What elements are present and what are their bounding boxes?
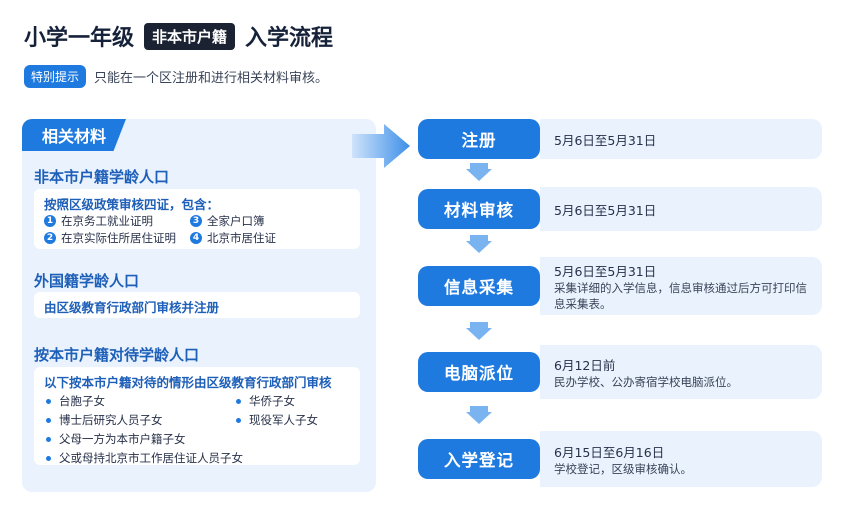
right-arrow-icon bbox=[352, 124, 410, 168]
step-card-lottery: 6月12日前 民办学校、公办寄宿学校电脑派位。 bbox=[540, 345, 822, 399]
section3-title: 按本市户籍对待学龄人口 bbox=[34, 346, 200, 364]
bullet-icon bbox=[236, 417, 241, 423]
down-arrow-icon bbox=[466, 322, 492, 340]
item-text: 华侨子女 bbox=[249, 394, 295, 408]
item-text: 北京市居住证 bbox=[207, 231, 276, 245]
step-card-register: 5月6日至5月31日 bbox=[540, 119, 822, 159]
step-date: 5月6日至5月31日 bbox=[554, 263, 657, 279]
item-text: 在京实际住所居住证明 bbox=[61, 231, 176, 245]
bullet-icon bbox=[236, 398, 241, 404]
item-text: 台胞子女 bbox=[59, 394, 105, 408]
step-desc: 采集详细的入学信息，信息审核通过后方可打印信息采集表。 bbox=[554, 280, 807, 311]
section1-title: 非本市户籍学龄人口 bbox=[34, 168, 170, 186]
tip-text: 只能在一个区注册和进行相关材料审核。 bbox=[94, 71, 329, 86]
item-text: 在京务工就业证明 bbox=[61, 214, 153, 228]
list-item: 2 在京实际住所居住证明 bbox=[44, 230, 176, 246]
list-item: 4 北京市居住证 bbox=[190, 230, 276, 246]
bullet-icon bbox=[46, 436, 51, 442]
item-text: 全家户口簿 bbox=[207, 214, 265, 228]
section3-card bbox=[34, 367, 360, 465]
section2-card bbox=[34, 292, 360, 318]
step-desc: 学校登记，区级审核确认。 bbox=[554, 461, 692, 476]
step-card-enroll: 6月15日至6月16日 学校登记，区级审核确认。 bbox=[540, 431, 822, 487]
list-item: 父或母持北京市工作居住证人员子女 bbox=[46, 450, 243, 466]
down-arrow-icon bbox=[466, 235, 492, 253]
step-date: 5月6日至5月31日 bbox=[554, 132, 657, 148]
section2-title: 外国籍学龄人口 bbox=[34, 272, 140, 290]
down-arrow-icon bbox=[466, 163, 492, 181]
section1-card-title: 按照区级政策审核四证，包含： bbox=[44, 197, 220, 212]
step-material-review: 材料审核 bbox=[418, 189, 540, 229]
list-item: 父母一方为本市户籍子女 bbox=[46, 431, 186, 447]
number-badge: 4 bbox=[190, 232, 202, 244]
list-item: 华侨子女 bbox=[236, 393, 295, 409]
list-item: 现役军人子女 bbox=[236, 412, 318, 428]
item-text: 父或母持北京市工作居住证人员子女 bbox=[59, 451, 243, 465]
title-part2: 入学流程 bbox=[245, 26, 334, 51]
section2-card-title: 由区级教育行政部门审核并注册 bbox=[44, 300, 220, 315]
step-date: 6月12日前 bbox=[554, 357, 616, 373]
step-info-collection: 信息采集 bbox=[418, 266, 540, 306]
step-enrollment: 入学登记 bbox=[418, 439, 540, 479]
item-text: 父母一方为本市户籍子女 bbox=[59, 432, 186, 446]
bullet-icon bbox=[46, 455, 51, 461]
bullet-icon bbox=[46, 417, 51, 423]
bullet-icon bbox=[46, 398, 51, 404]
number-badge: 2 bbox=[44, 232, 56, 244]
down-arrow-icon bbox=[466, 406, 492, 424]
tip-label: 特别提示 bbox=[24, 65, 87, 88]
section3-card-title: 以下按本市户籍对待的情形由区级教育行政部门审核 bbox=[44, 375, 332, 390]
materials-tab: 相关材料 bbox=[22, 119, 126, 151]
list-item: 博士后研究人员子女 bbox=[46, 412, 163, 428]
list-item: 台胞子女 bbox=[46, 393, 105, 409]
number-badge: 3 bbox=[190, 215, 202, 227]
list-item: 3 全家户口簿 bbox=[190, 213, 265, 229]
step-date: 6月15日至6月16日 bbox=[554, 444, 665, 460]
item-text: 现役军人子女 bbox=[249, 413, 318, 427]
title-part1: 小学一年级 bbox=[24, 26, 135, 51]
step-register: 注册 bbox=[418, 119, 540, 159]
step-date: 5月6日至5月31日 bbox=[554, 202, 657, 218]
step-desc: 民办学校、公办寄宿学校电脑派位。 bbox=[554, 374, 738, 389]
item-text: 博士后研究人员子女 bbox=[59, 413, 163, 427]
special-tip: 特别提示 只能在一个区注册和进行相关材料审核。 bbox=[24, 65, 328, 88]
number-badge: 1 bbox=[44, 215, 56, 227]
page-title: 小学一年级 非本市户籍 入学流程 bbox=[24, 20, 333, 52]
step-card-review: 5月6日至5月31日 bbox=[540, 187, 822, 231]
step-card-info: 5月6日至5月31日 采集详细的入学信息，信息审核通过后方可打印信息采集表。 bbox=[540, 257, 822, 315]
list-item: 1 在京务工就业证明 bbox=[44, 213, 153, 229]
step-computer-lottery: 电脑派位 bbox=[418, 352, 540, 392]
title-badge: 非本市户籍 bbox=[144, 22, 236, 50]
